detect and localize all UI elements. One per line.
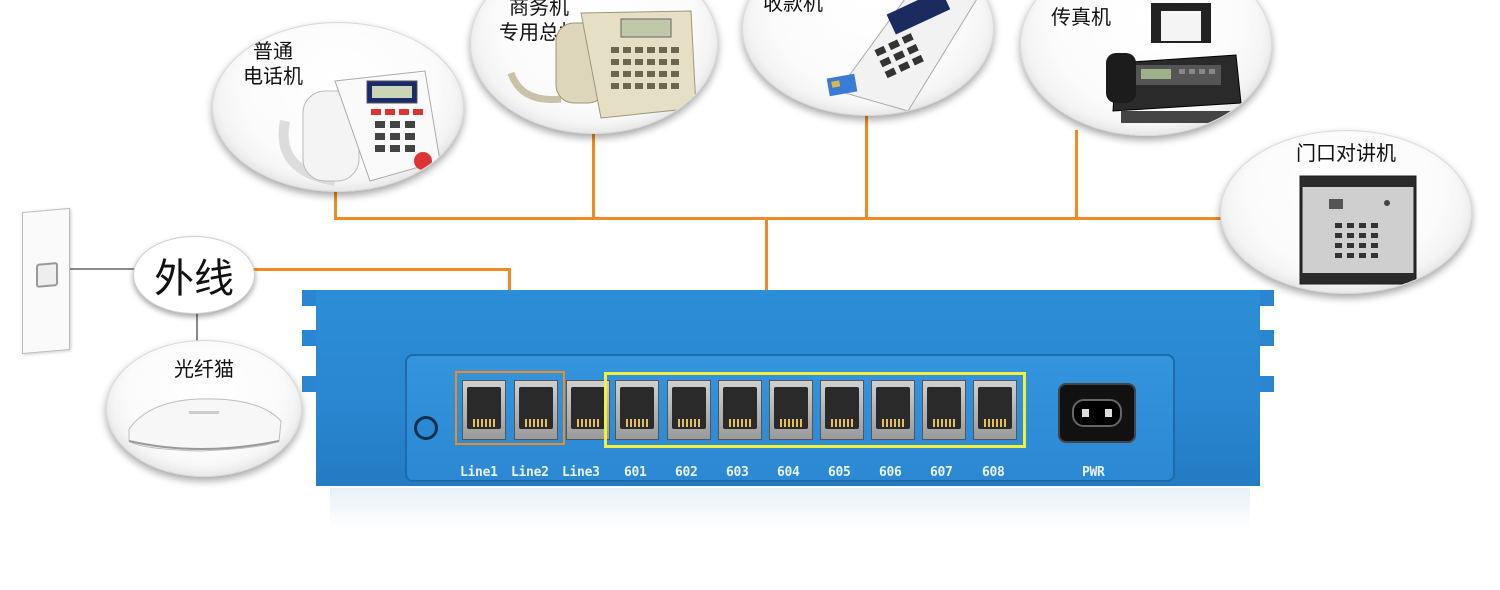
pos-label: 收款机: [763, 0, 823, 15]
phone-label: 普通 电话机: [243, 39, 303, 88]
pbx-reflection: [330, 488, 1250, 528]
wall-socket: [22, 207, 70, 355]
port-label-605: 605: [828, 465, 851, 480]
wall-wire: [60, 268, 135, 270]
port-603[interactable]: [718, 380, 762, 440]
modem-label: 光纤猫: [174, 357, 234, 381]
business-phone-wire: [592, 130, 595, 219]
power-socket[interactable]: [1058, 383, 1136, 443]
power-pin: [1082, 409, 1089, 417]
pbx-tab: [1260, 376, 1274, 392]
pbx-tab: [302, 330, 316, 346]
pos-image: [826, 0, 977, 111]
port-label-603: 603: [726, 465, 749, 480]
power-pin: [1105, 409, 1112, 417]
outside-line-wire: [253, 268, 510, 271]
port-label-608: 608: [982, 465, 1005, 480]
pbx-tab: [302, 376, 316, 392]
extension-ports-highlight: [604, 372, 1026, 448]
modem-wire: [196, 310, 198, 346]
port-label-pwr: PWR: [1082, 465, 1105, 480]
phone-bubble: 普通 电话机: [212, 22, 464, 192]
intercom-bubble: 门口对讲机: [1220, 130, 1472, 294]
port-label-602: 602: [675, 465, 698, 480]
fax-bubble: 传真机: [1020, 0, 1272, 136]
phone-image: [278, 70, 441, 186]
port-606[interactable]: [871, 380, 915, 440]
intercom-label: 门口对讲机: [1296, 141, 1396, 165]
phone-wire: [334, 185, 337, 219]
ground-screw: [414, 416, 438, 440]
pos-wire: [865, 112, 868, 219]
port-label-601: 601: [624, 465, 647, 480]
pbx-tab: [302, 290, 316, 306]
port-line2[interactable]: [514, 380, 558, 440]
port-602[interactable]: [667, 380, 711, 440]
port-607[interactable]: [922, 380, 966, 440]
power-socket-inner: [1072, 399, 1122, 427]
port-label-604: 604: [777, 465, 800, 480]
pbx-tab: [1260, 330, 1274, 346]
port-601[interactable]: [615, 380, 659, 440]
port-label-607: 607: [930, 465, 953, 480]
port-line3[interactable]: [566, 380, 610, 440]
outside-line-ports-highlight: [455, 371, 565, 445]
port-label-line1: Line1: [460, 465, 498, 480]
port-label-line3: Line3: [562, 465, 600, 480]
business-phone-image: [507, 10, 697, 119]
pos-bubble: 收款机: [742, 0, 994, 116]
fax-label: 传真机: [1051, 5, 1111, 29]
business-phone-bubble: 商务机 专用总机: [470, 0, 718, 134]
modem-bubble: 光纤猫: [106, 340, 302, 477]
fax-wire: [1075, 130, 1078, 219]
modem-image: [128, 398, 282, 452]
port-label-line2: Line2: [511, 465, 549, 480]
outside-line-label: 外线: [133, 236, 255, 314]
port-line1[interactable]: [462, 380, 506, 440]
wall-socket-port: [36, 261, 58, 288]
port-604[interactable]: [769, 380, 813, 440]
port-label-606: 606: [879, 465, 902, 480]
pbx-tab: [1260, 290, 1274, 306]
intercom-image: [1299, 175, 1417, 285]
bus-wire: [334, 217, 1224, 220]
port-608[interactable]: [973, 380, 1017, 440]
port-605[interactable]: [820, 380, 864, 440]
fax-image: [1106, 3, 1242, 123]
